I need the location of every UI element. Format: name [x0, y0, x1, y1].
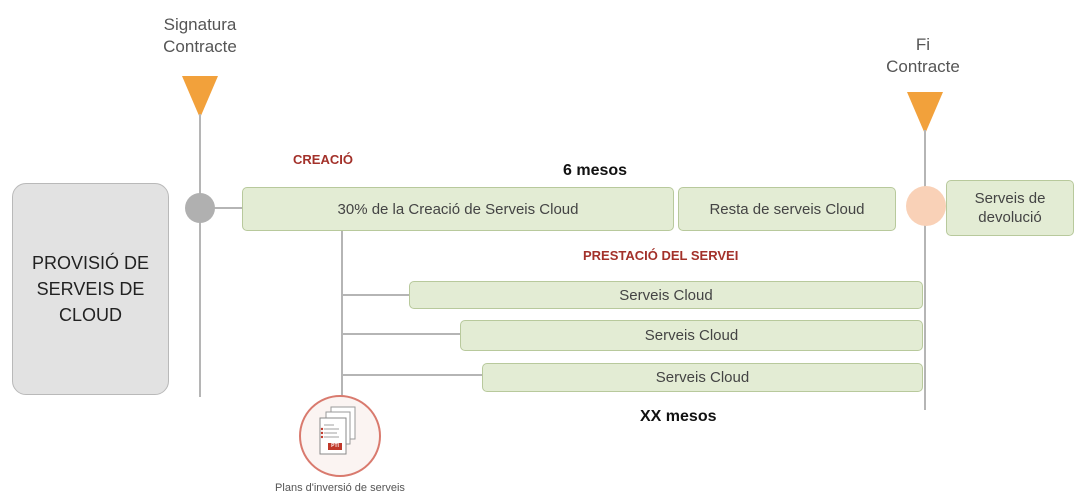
creation-main-label: 30% de la Creació de Serveis Cloud [337, 200, 579, 218]
service-branch-2 [342, 333, 462, 335]
end-milestone-line [924, 130, 926, 410]
end-milestone-line2: Contracte [886, 57, 960, 76]
return-services-box: Serveis de devolució [946, 180, 1074, 236]
service-duration-label: XX mesos [640, 408, 717, 425]
service-row-2: Serveis Cloud [460, 320, 923, 351]
service-branch-1 [342, 294, 410, 296]
start-milestone-marker [182, 76, 218, 118]
pti-badge: PTI [331, 443, 339, 449]
start-milestone-line1: Signatura [163, 15, 237, 34]
provision-line3: CLOUD [58, 305, 122, 325]
service-row-2-label: Serveis Cloud [644, 327, 739, 344]
creation-main-box: 30% de la Creació de Serveis Cloud [242, 187, 674, 231]
end-milestone-label: Fi Contracte [873, 34, 973, 78]
return-services-line2: devolució [978, 209, 1042, 226]
provision-line2: SERVEIS DE [36, 279, 145, 299]
end-milestone-marker [907, 92, 943, 134]
provision-box: PROVISIÓ DE SERVEIS DE CLOUD [12, 183, 169, 395]
pti-caption: Plans d'inversió de serveis [275, 482, 405, 494]
return-services-line1: Serveis de [974, 190, 1046, 207]
end-milestone-line1: Fi [915, 35, 931, 54]
service-row-1-label: Serveis Cloud [619, 286, 713, 304]
creation-rest-label: Resta de serveis Cloud [709, 200, 865, 218]
start-milestone-label: Signatura Contracte [150, 14, 250, 58]
end-dot [906, 186, 946, 226]
start-connector [200, 207, 244, 209]
pti-document-icon: PTI [299, 395, 381, 477]
service-stem-line [341, 231, 343, 397]
service-row-3: Serveis Cloud [482, 363, 923, 392]
start-dot [185, 193, 215, 223]
service-row-3-label: Serveis Cloud [655, 369, 750, 386]
creation-rest-box: Resta de serveis Cloud [678, 187, 896, 231]
service-branch-3 [342, 374, 484, 376]
creation-section-label: CREACIÓ [293, 152, 353, 167]
service-row-1: Serveis Cloud [409, 281, 923, 309]
creation-duration-label: 6 mesos [563, 162, 628, 179]
start-milestone-line2: Contracte [163, 37, 237, 56]
provision-line1: PROVISIÓ DE [31, 253, 150, 273]
service-section-label: PRESTACIÓ DEL SERVEI [583, 248, 739, 263]
start-milestone-line [199, 114, 201, 397]
